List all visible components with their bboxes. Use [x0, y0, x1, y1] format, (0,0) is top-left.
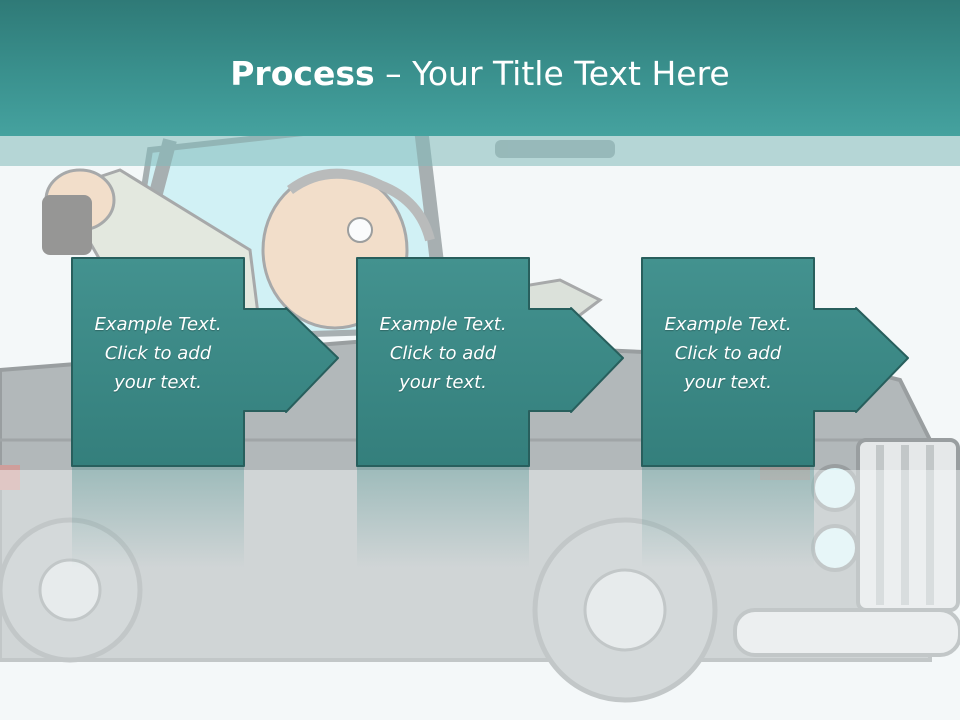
step-2-line-3: your text. — [399, 372, 487, 393]
step-1-line-1: Example Text. — [94, 314, 222, 335]
step-2-line-1: Example Text. — [379, 314, 507, 335]
step-3-text[interactable]: Example Text. Click to add your text. — [642, 310, 814, 397]
title-rest: – Your Title Text Here — [374, 54, 730, 93]
title-bold: Process — [230, 54, 375, 93]
step-1-box[interactable] — [71, 257, 339, 467]
step-1-text[interactable]: Example Text. Click to add your text. — [72, 310, 244, 397]
step-3-line-2: Click to add — [674, 343, 782, 364]
step-2-text[interactable]: Example Text. Click to add your text. — [357, 310, 529, 397]
title-bar — [0, 0, 960, 136]
step-1-line-2: Click to add — [104, 343, 212, 364]
step-2-box[interactable] — [356, 257, 624, 467]
title-band — [0, 136, 960, 166]
slide-title[interactable]: Process – Your Title Text Here — [0, 52, 960, 96]
step-1-line-3: your text. — [114, 372, 202, 393]
step-3-line-3: your text. — [684, 372, 772, 393]
step-3-box[interactable] — [641, 257, 909, 467]
step-2-line-2: Click to add — [389, 343, 497, 364]
step-3-line-1: Example Text. — [664, 314, 792, 335]
process-reflections — [72, 466, 814, 568]
